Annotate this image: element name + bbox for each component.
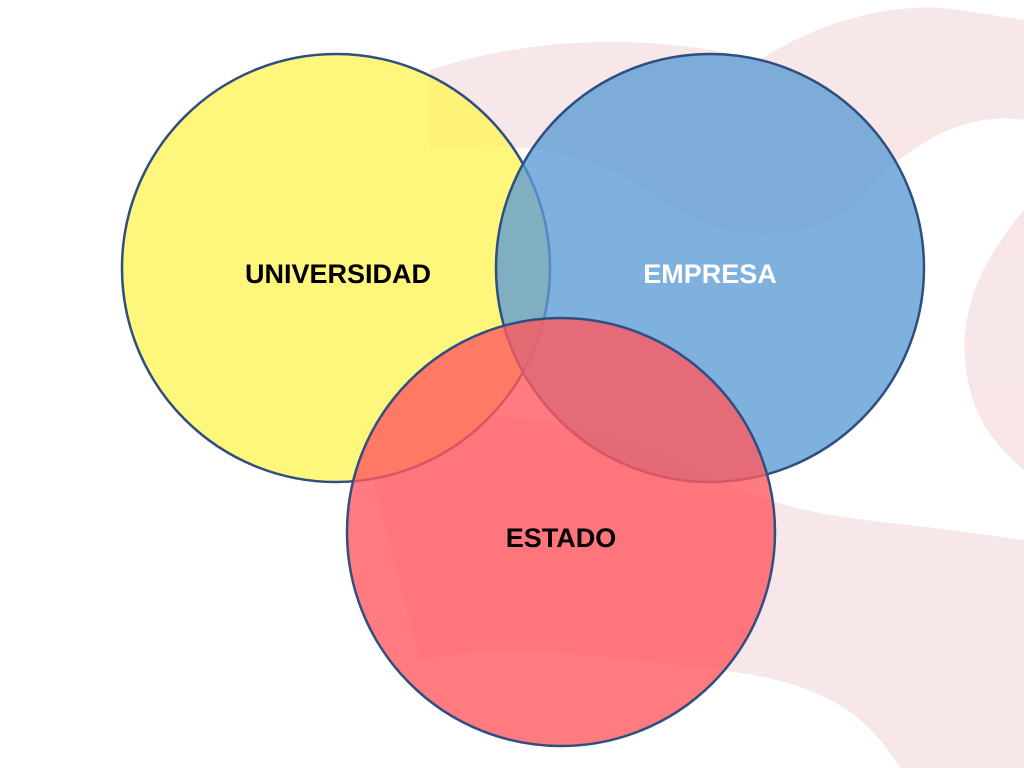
venn-labels: UNIVERSIDAD EMPRESA ESTADO [245,259,777,553]
universidad-label: UNIVERSIDAD [245,259,431,289]
estado-label: ESTADO [506,523,617,553]
empresa-label: EMPRESA [643,259,777,289]
venn-circles [120,52,926,748]
estado-circle [345,316,777,748]
watermark-swoosh-right [964,210,1024,470]
